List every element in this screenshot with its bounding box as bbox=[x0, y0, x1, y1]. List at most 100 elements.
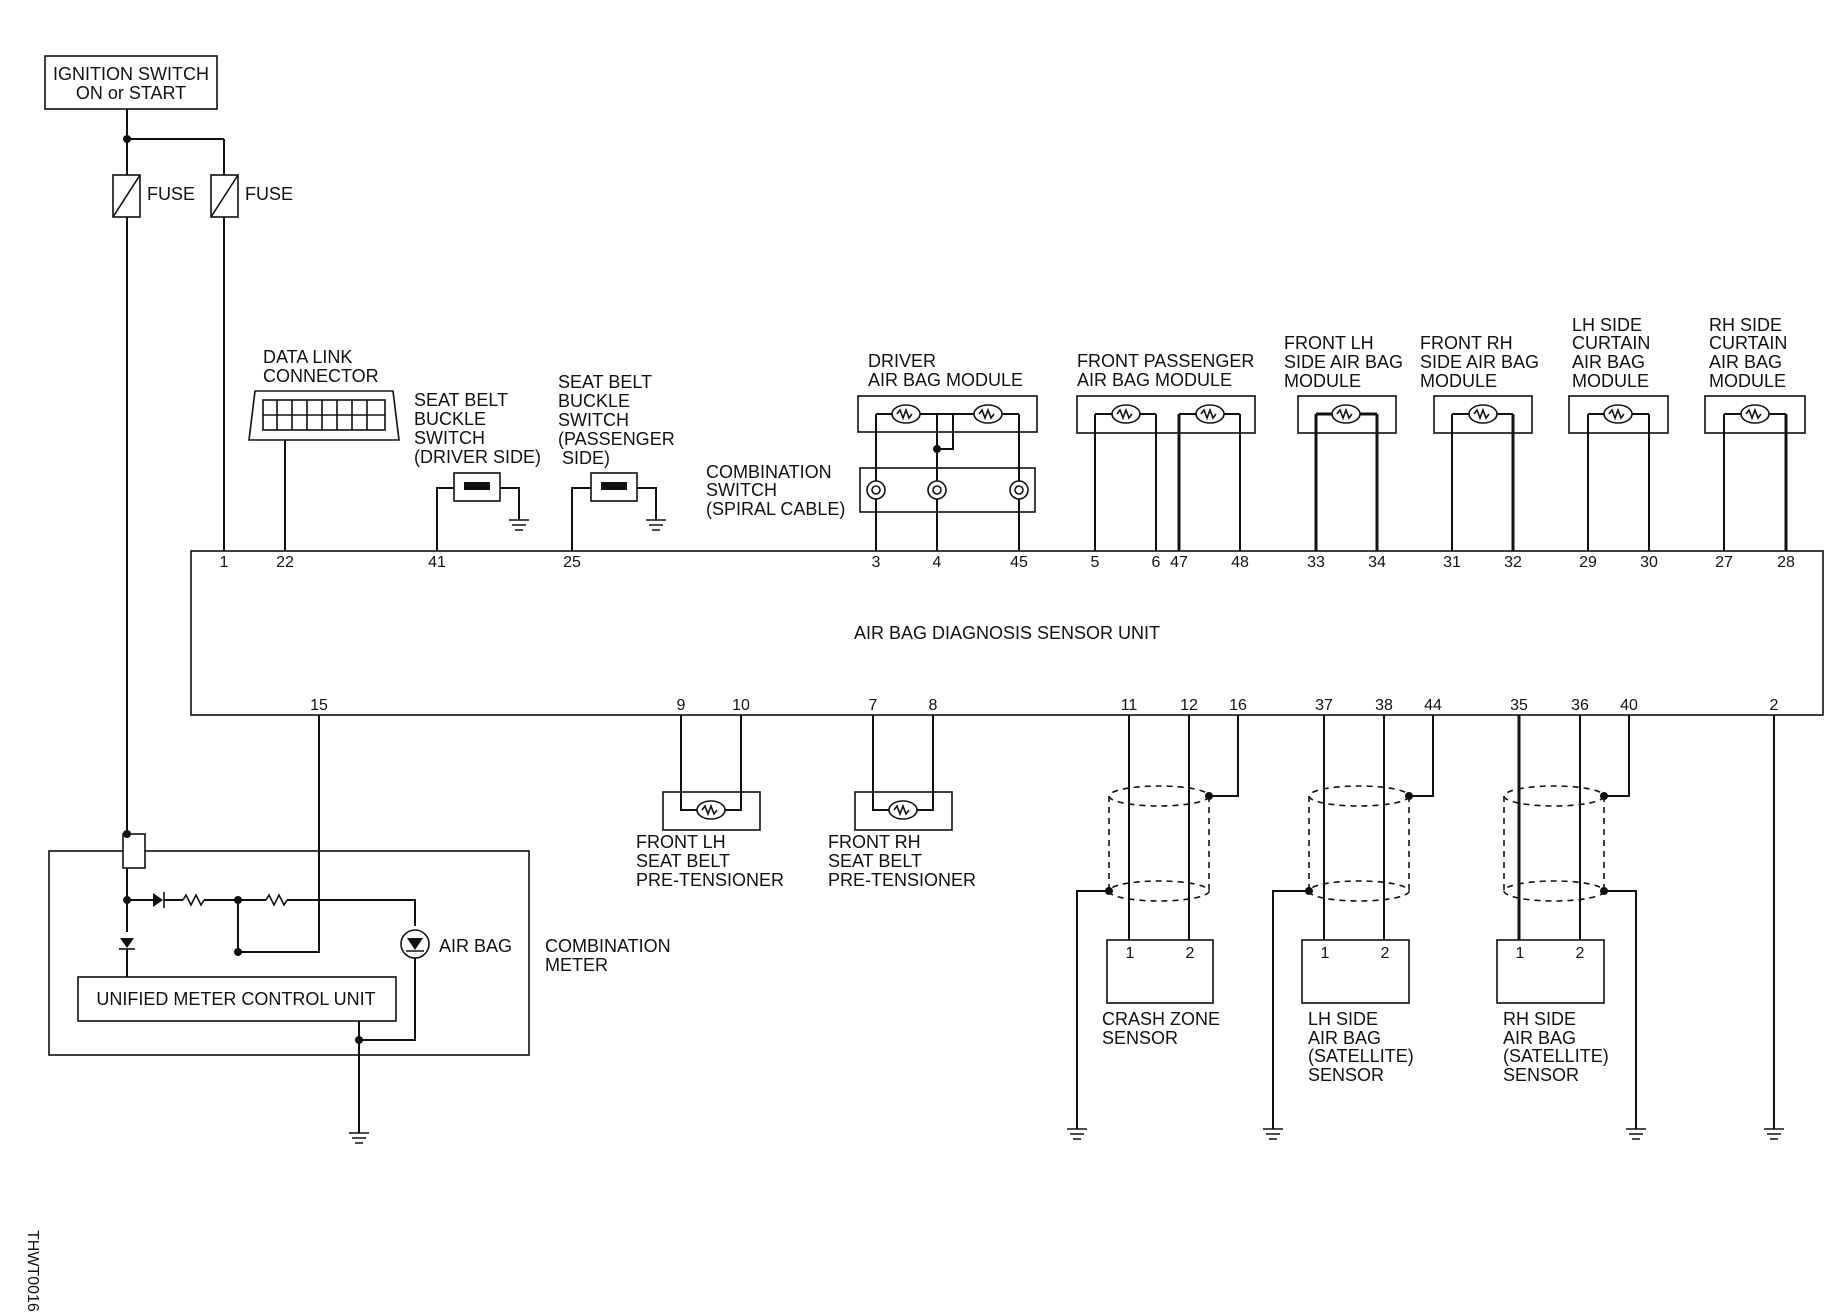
lh-curtain-line1: LH SIDE bbox=[1572, 315, 1642, 335]
seatbelt-passenger-line2: BUCKLE bbox=[558, 391, 630, 411]
lh-curtain-line4: MODULE bbox=[1572, 371, 1649, 391]
seatbelt-passenger-line4: (PASSENGER bbox=[558, 429, 675, 449]
crash-zone-line2: SENSOR bbox=[1102, 1028, 1178, 1048]
combination-switch-line3: (SPIRAL CABLE) bbox=[706, 499, 845, 519]
rh-satellite-pin-2: 2 bbox=[1576, 945, 1585, 962]
lh-side-curtain-airbag-module: LH SIDE CURTAIN AIR BAG MODULE bbox=[1568, 315, 1669, 551]
front-lh-side-airbag-line3: MODULE bbox=[1284, 371, 1361, 391]
combination-meter-line2: METER bbox=[545, 955, 608, 975]
rh-satellite-line3: (SATELLITE) bbox=[1503, 1046, 1609, 1066]
pin-29: 29 bbox=[1579, 554, 1597, 571]
rh-satellite-line1: RH SIDE bbox=[1503, 1009, 1576, 1029]
pin-3: 3 bbox=[872, 554, 881, 571]
pin-41: 41 bbox=[428, 554, 446, 571]
lh-curtain-line3: AIR BAG bbox=[1572, 352, 1645, 372]
front-rh-side-airbag-line2: SIDE AIR BAG bbox=[1420, 352, 1539, 372]
pin-35: 35 bbox=[1510, 697, 1528, 714]
pin-12: 12 bbox=[1180, 697, 1198, 714]
pin-30: 30 bbox=[1640, 554, 1658, 571]
pin-28: 28 bbox=[1777, 554, 1795, 571]
lh-side-airbag-satellite-sensor: 1 2 LH SIDE AIR BAG (SATELLITE) SENSOR bbox=[1263, 715, 1434, 1140]
pin-25: 25 bbox=[563, 554, 581, 571]
pin-6: 6 bbox=[1152, 554, 1161, 571]
rh-curtain-line3: AIR BAG bbox=[1709, 352, 1782, 372]
combination-switch-spiral-cable: COMBINATION SWITCH (SPIRAL CABLE) bbox=[706, 462, 1036, 519]
pin-11: 11 bbox=[1121, 697, 1138, 714]
air-bag-diagnosis-sensor-unit: AIR BAG DIAGNOSIS SENSOR UNIT bbox=[190, 550, 1824, 716]
front-lh-side-airbag-module: FRONT LH SIDE AIR BAG MODULE bbox=[1284, 333, 1403, 551]
lh-curtain-line2: CURTAIN bbox=[1572, 333, 1650, 353]
pretensioner-lh-line3: PRE-TENSIONER bbox=[636, 870, 784, 890]
seatbelt-driver-line1: SEAT BELT bbox=[414, 390, 508, 410]
pin-48: 48 bbox=[1231, 554, 1249, 571]
pin-32: 32 bbox=[1504, 554, 1522, 571]
lh-satellite-pin-2: 2 bbox=[1381, 945, 1390, 962]
combination-meter-line1: COMBINATION bbox=[545, 936, 671, 956]
driver-airbag-line1: DRIVER bbox=[868, 351, 936, 371]
pretensioner-rh-line3: PRE-TENSIONER bbox=[828, 870, 976, 890]
ignition-switch-line2: ON or START bbox=[76, 83, 186, 103]
unified-meter-label: UNIFIED METER CONTROL UNIT bbox=[96, 989, 375, 1009]
pin-7: 7 bbox=[869, 697, 878, 714]
seatbelt-switch-driver: SEAT BELT BUCKLE SWITCH (DRIVER SIDE) bbox=[414, 390, 541, 551]
front-rh-side-airbag-line1: FRONT RH bbox=[1420, 333, 1513, 353]
pin-45: 45 bbox=[1010, 554, 1028, 571]
front-passenger-airbag-line1: FRONT PASSENGER bbox=[1077, 351, 1254, 371]
fuse-right-label: FUSE bbox=[245, 184, 293, 204]
pin-38: 38 bbox=[1375, 697, 1393, 714]
seatbelt-driver-line4: (DRIVER SIDE) bbox=[414, 447, 541, 467]
rh-satellite-pin-1: 1 bbox=[1516, 945, 1525, 962]
seatbelt-passenger-line5: SIDE) bbox=[562, 448, 610, 468]
lh-satellite-line1: LH SIDE bbox=[1308, 1009, 1378, 1029]
front-rh-side-airbag-line3: MODULE bbox=[1420, 371, 1497, 391]
driver-airbag-line2: AIR BAG MODULE bbox=[868, 370, 1023, 390]
seatbelt-driver-line2: BUCKLE bbox=[414, 409, 486, 429]
pin-9: 9 bbox=[677, 697, 686, 714]
pin-44: 44 bbox=[1424, 697, 1442, 714]
combination-switch-line2: SWITCH bbox=[706, 480, 777, 500]
ground-pin-2 bbox=[1764, 1128, 1784, 1140]
crash-zone-pin-1: 1 bbox=[1126, 945, 1135, 962]
front-lh-side-airbag-line1: FRONT LH bbox=[1284, 333, 1374, 353]
front-rh-side-airbag-module: FRONT RH SIDE AIR BAG MODULE bbox=[1420, 333, 1539, 551]
lh-satellite-line3: (SATELLITE) bbox=[1308, 1046, 1414, 1066]
pin-40: 40 bbox=[1620, 697, 1638, 714]
ignition-switch-line1: IGNITION SWITCH bbox=[53, 64, 209, 84]
rh-side-curtain-airbag-module: RH SIDE CURTAIN AIR BAG MODULE bbox=[1704, 315, 1806, 551]
pretensioner-lh-line2: SEAT BELT bbox=[636, 851, 730, 871]
pin-5: 5 bbox=[1091, 554, 1100, 571]
bottom-pin-labels: 15 9 10 7 8 11 12 16 37 38 44 35 36 40 2 bbox=[310, 697, 1778, 714]
pin-1: 1 bbox=[220, 554, 229, 571]
pin-8: 8 bbox=[929, 697, 938, 714]
crash-zone-line1: CRASH ZONE bbox=[1102, 1009, 1220, 1029]
airbag-lamp-label: AIR BAG bbox=[439, 936, 512, 956]
front-rh-seatbelt-pretensioner: FRONT RH SEAT BELT PRE-TENSIONER bbox=[828, 715, 976, 890]
rh-satellite-line2: AIR BAG bbox=[1503, 1028, 1576, 1048]
ignition-switch: IGNITION SWITCH ON or START bbox=[44, 55, 218, 110]
rh-side-airbag-satellite-sensor: 1 2 RH SIDE AIR BAG (SATELLITE) SENSOR bbox=[1496, 715, 1646, 1140]
seatbelt-passenger-line3: SWITCH bbox=[558, 410, 629, 430]
driver-airbag-module: DRIVER AIR BAG MODULE bbox=[857, 351, 1038, 551]
front-lh-side-airbag-line2: SIDE AIR BAG bbox=[1284, 352, 1403, 372]
figure-id: THWT0016E bbox=[24, 1230, 41, 1312]
combination-meter: AIR BAG UNIFIED METER CONTROL UNIT COMBI… bbox=[48, 715, 671, 1144]
pin-27: 27 bbox=[1715, 554, 1733, 571]
fuse-left-label: FUSE bbox=[147, 184, 195, 204]
rh-curtain-line1: RH SIDE bbox=[1709, 315, 1782, 335]
combination-switch-line1: COMBINATION bbox=[706, 462, 832, 482]
rh-curtain-line2: CURTAIN bbox=[1709, 333, 1787, 353]
fuse-right: FUSE bbox=[210, 174, 293, 218]
sensor-unit-label: AIR BAG DIAGNOSIS SENSOR UNIT bbox=[854, 623, 1160, 643]
lh-satellite-line4: SENSOR bbox=[1308, 1065, 1384, 1085]
pin-47: 47 bbox=[1170, 554, 1188, 571]
dlc-line2: CONNECTOR bbox=[263, 366, 379, 386]
rh-satellite-line4: SENSOR bbox=[1503, 1065, 1579, 1085]
pin-34: 34 bbox=[1368, 554, 1386, 571]
lh-satellite-line2: AIR BAG bbox=[1308, 1028, 1381, 1048]
seatbelt-driver-line3: SWITCH bbox=[414, 428, 485, 448]
crash-zone-sensor: 1 2 CRASH ZONE SENSOR bbox=[1067, 715, 1239, 1140]
front-passenger-airbag-line2: AIR BAG MODULE bbox=[1077, 370, 1232, 390]
crash-zone-pin-2: 2 bbox=[1186, 945, 1195, 962]
seatbelt-switch-passenger: SEAT BELT BUCKLE SWITCH (PASSENGER SIDE) bbox=[558, 372, 675, 551]
